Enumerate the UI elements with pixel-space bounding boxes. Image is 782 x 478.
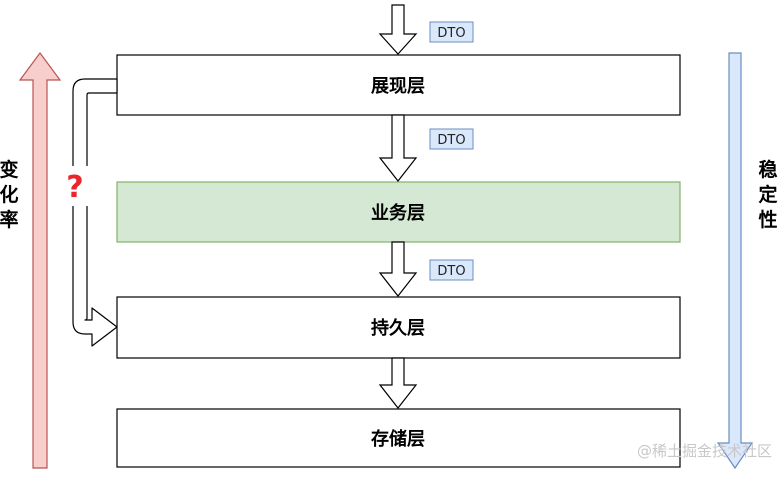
bypass-arrow [72, 78, 118, 347]
persistence-to-storage-arrow [378, 357, 418, 409]
dto-tag-1-box [429, 21, 474, 43]
presentation-layer-label: 展现层 [371, 76, 425, 97]
watermark: @稀土掘金技术社区 [637, 442, 772, 460]
change-rate-char-3: 率 [0, 208, 19, 231]
persistence-layer-label: 持久层 [371, 317, 425, 339]
dto-tag-1: DTO [437, 26, 465, 41]
stability-char-2: 定 [758, 183, 777, 206]
business-layer-box [116, 181, 681, 243]
stability-arrow [716, 52, 754, 470]
change-rate-char-2: 化 [0, 183, 19, 206]
presentation-layer-box [116, 54, 681, 116]
incoming-flow-arrow [378, 4, 418, 55]
presentation-to-business-arrow [378, 114, 418, 182]
question-mark-icon: ? [66, 170, 83, 205]
dto-tag-2-box [429, 128, 474, 150]
dto-tag-2: DTO [437, 133, 465, 148]
dto-tag-3-box [429, 259, 474, 281]
change-rate-arrow [18, 51, 62, 469]
change-rate-char-1: 变 [0, 158, 19, 181]
dto-tag-3: DTO [437, 264, 465, 279]
stability-char-3: 性 [758, 208, 777, 231]
question-mark-backdrop [66, 166, 94, 206]
business-layer-label: 业务层 [371, 202, 425, 224]
persistence-layer-box [116, 296, 681, 359]
storage-layer-box [116, 408, 681, 468]
storage-layer-label: 存储层 [371, 428, 425, 450]
business-to-persistence-arrow [378, 241, 418, 297]
stability-char-1: 稳 [758, 158, 777, 181]
